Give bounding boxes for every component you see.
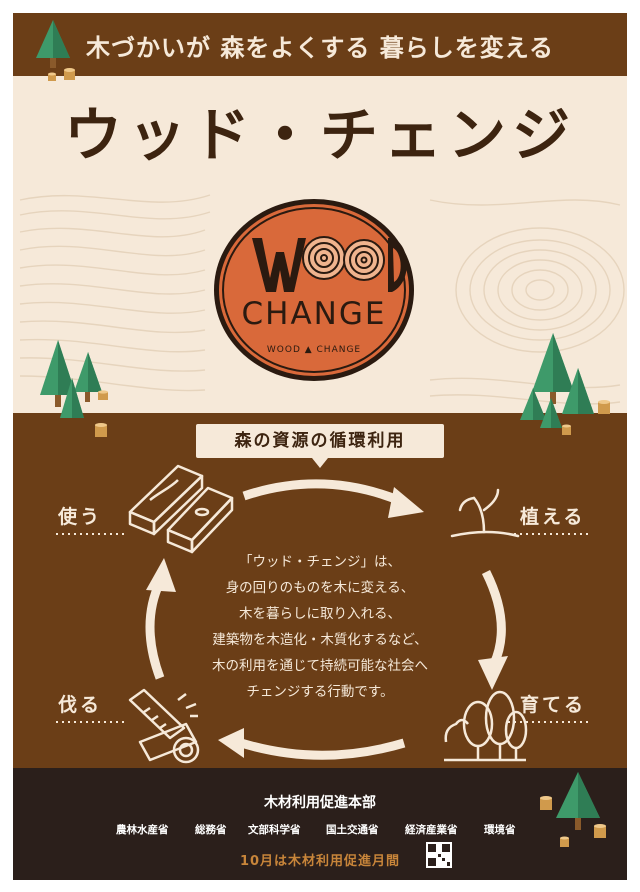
description-line: 身の回りのものを木に変える、 <box>225 580 415 596</box>
sprout-icon <box>450 488 520 538</box>
arrow-head-cut-use <box>146 558 176 592</box>
description-line: 建築物を木造化・木質化するなど、 <box>212 632 428 648</box>
header-band <box>13 13 627 76</box>
stump-icon <box>540 796 606 847</box>
ministry-item: 環境省 <box>484 824 516 836</box>
step-use-label: 使う <box>58 506 103 528</box>
ministry-item: 文部科学省 <box>248 824 301 836</box>
tree-icon <box>556 772 600 830</box>
description-line: 「ウッド・チェンジ」は、 <box>239 554 401 570</box>
ministry-item: 総務省 <box>195 824 227 836</box>
arrow-heads <box>146 487 508 758</box>
logo-change-text: CHANGE <box>241 296 387 332</box>
stump-icon <box>48 68 75 81</box>
right-forest-trees <box>520 333 594 428</box>
step-grow-label: 育てる <box>520 694 587 716</box>
organization-name: 木材利用促進本部 <box>264 795 376 811</box>
step-plant-label: 植える <box>520 506 586 528</box>
description-line: 木を暮らしに取り入れる、 <box>239 606 401 622</box>
tagline: 木づかいが 森をよくする 暮らしを変える <box>86 34 554 62</box>
tree-icon <box>36 20 70 68</box>
left-stumps <box>95 390 108 437</box>
saw-log-icon <box>128 688 200 764</box>
title-pointer <box>312 458 328 468</box>
description-line: 木の利用を通じて持続可能な社会へ <box>212 658 428 674</box>
footer-band <box>13 768 627 880</box>
wood-planks-icon <box>128 464 234 554</box>
promotion-month: 10月は木材利用促進月間 <box>239 854 401 869</box>
arrow-head-grow-cut <box>218 728 244 758</box>
forest-trees-icon <box>444 690 528 762</box>
step-cut-label: 伐る <box>58 694 103 716</box>
cycle-arrows <box>145 479 506 760</box>
arrow-head-plant-grow <box>478 656 508 690</box>
cycle-title: 森の資源の循環利用 <box>196 424 444 458</box>
arrow-head-use-plant <box>388 487 424 518</box>
description-line: チェンジする行動です。 <box>246 684 394 700</box>
ministry-item: 経済産業省 <box>405 824 458 836</box>
left-forest-trees <box>40 340 102 418</box>
ministry-item: 国土交通省 <box>326 824 379 836</box>
page-title: ウッド・チェンジ <box>63 101 576 169</box>
qr-code-icon <box>426 842 452 868</box>
wood-change-logo <box>214 199 414 381</box>
logo-subtext: WOOD ▲ CHANGE <box>266 345 362 355</box>
ministry-item: 農林水産省 <box>116 824 169 836</box>
cycle-panel <box>13 413 627 768</box>
tree-ring-pattern <box>455 227 625 353</box>
step-underlines <box>56 533 590 723</box>
right-stumps <box>562 400 610 435</box>
